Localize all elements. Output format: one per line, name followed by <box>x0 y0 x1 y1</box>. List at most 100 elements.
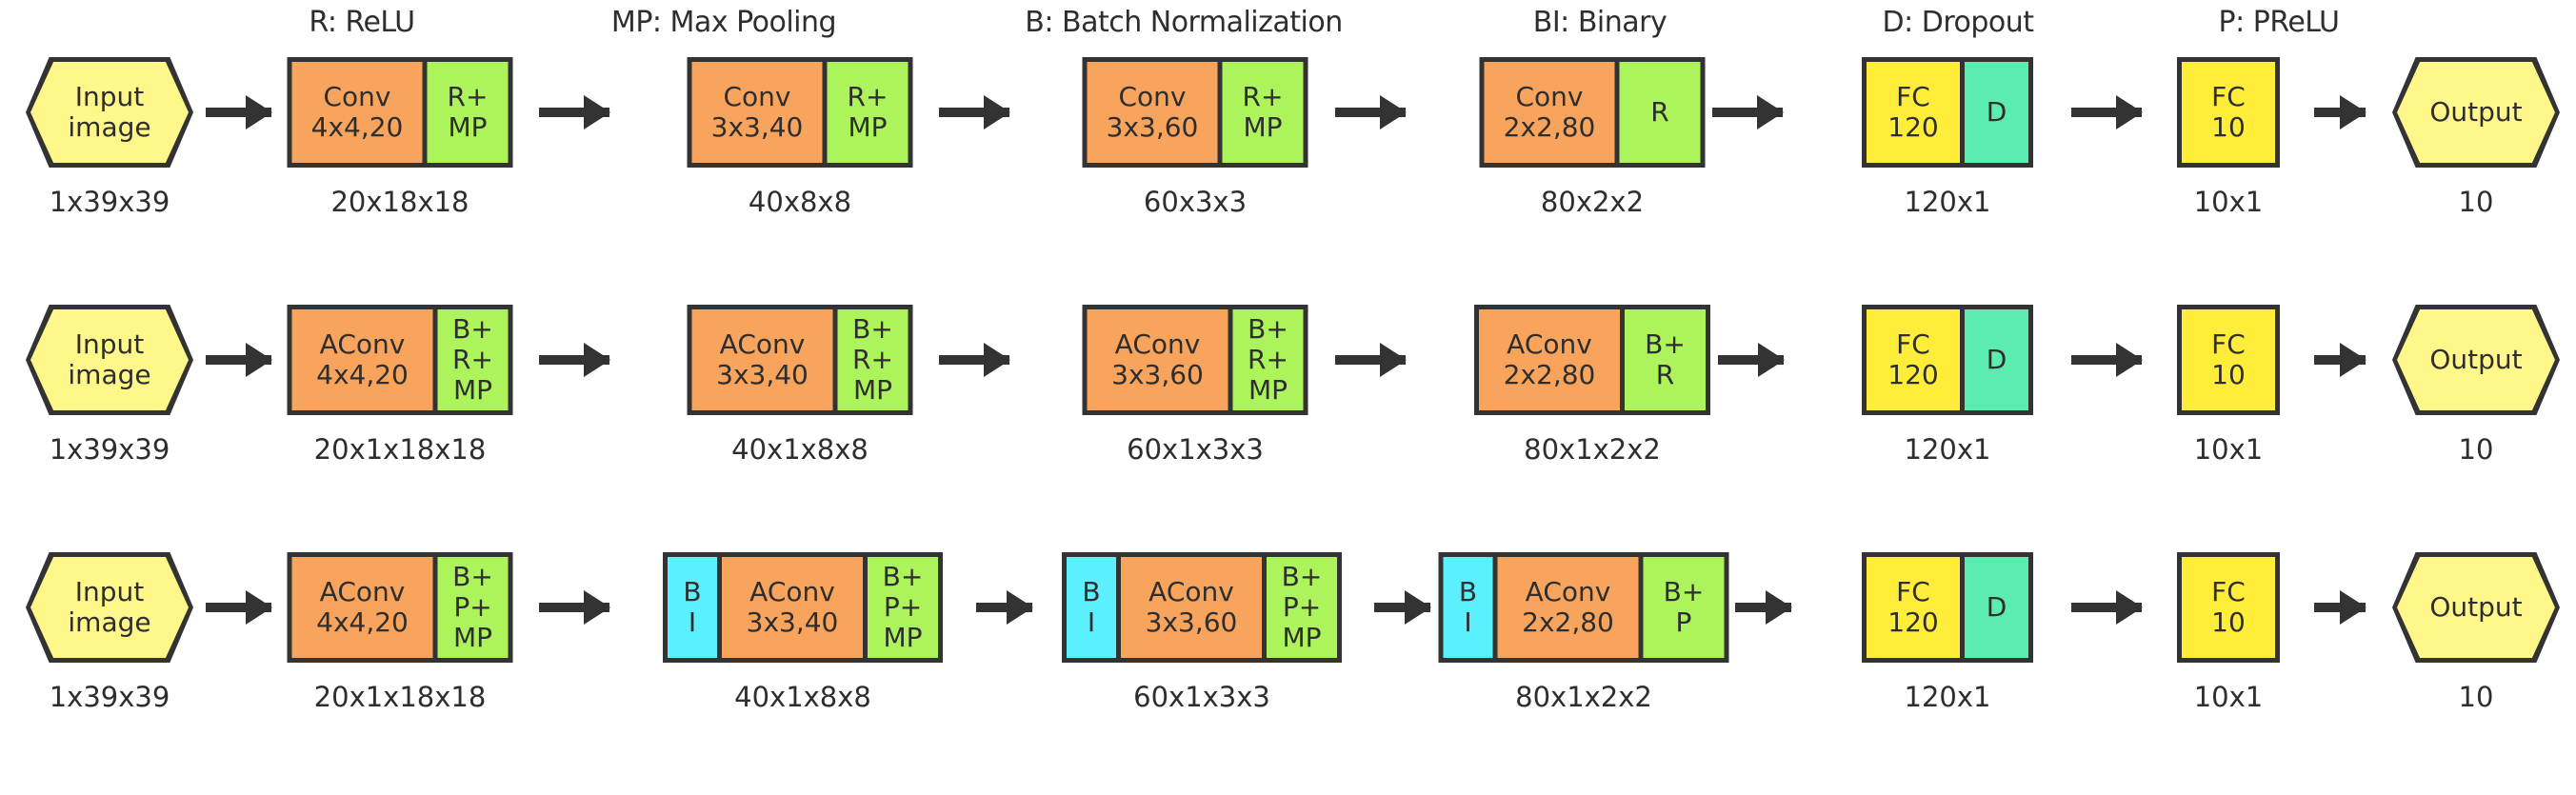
tensor-shape-caption: 10 <box>2458 186 2494 218</box>
tensor-shape-caption: 120x1 <box>1904 681 1991 713</box>
flow-arrow <box>2314 603 2366 612</box>
layer-block-body: FC 10 <box>2177 57 2280 168</box>
tensor-shape-caption: 120x1 <box>1904 186 1991 218</box>
layer-segment-act: B+ P+ MP <box>868 557 938 658</box>
terminal-node: Output 10 <box>2392 57 2560 218</box>
hexagon-shape: Input image <box>26 552 193 663</box>
layer-segment-act: B+ P+ MP <box>437 557 509 658</box>
legend-label-bi: BI: Binary <box>1532 6 1667 39</box>
tensor-shape-caption: 20x1x18x18 <box>313 433 487 466</box>
flow-arrow <box>939 355 1009 365</box>
layer-segment-op: AConv 3x3,60 <box>1121 557 1262 658</box>
layer-segment-act: B+ P <box>1643 557 1725 658</box>
flow-arrow <box>1335 355 1406 365</box>
tensor-shape-caption: 120x1 <box>1904 433 1991 466</box>
flow-arrow <box>2314 108 2366 117</box>
flow-arrow <box>1735 603 1791 612</box>
layer-segment-fc: FC 10 <box>2182 309 2275 410</box>
terminal-label: Output <box>2397 62 2555 163</box>
legend-label-p: P: PReLU <box>2218 6 2340 39</box>
tensor-shape-caption: 40x8x8 <box>748 186 852 218</box>
layer-block-body: FC 10 <box>2177 305 2280 415</box>
tensor-shape-caption: 1x39x39 <box>49 186 170 218</box>
flow-arrow <box>939 108 1009 117</box>
layer-segment-bin: B I <box>668 557 717 658</box>
terminal-node: Input image 1x39x39 <box>26 57 193 218</box>
layer-segment-act: R+ MP <box>827 62 909 163</box>
tensor-shape-caption: 80x1x2x2 <box>1515 681 1652 713</box>
tensor-shape-caption: 10x1 <box>2193 681 2264 713</box>
layer-segment-op: AConv 3x3,40 <box>691 309 833 410</box>
layer-segment-drop: D <box>1965 309 2028 410</box>
terminal-label: Output <box>2397 309 2555 410</box>
flow-arrow <box>1718 355 1784 365</box>
tensor-shape-caption: 80x1x2x2 <box>1524 433 1661 466</box>
terminal-label: Input image <box>30 309 189 410</box>
layer-segment-fc: FC 120 <box>1867 309 1960 410</box>
terminal-label: Input image <box>30 62 189 163</box>
terminal-node: Output 10 <box>2392 305 2560 466</box>
layer-segment-act: B+ R+ MP <box>837 309 909 410</box>
layer-segment-op: AConv 4x4,20 <box>291 557 433 658</box>
hexagon-shape: Output <box>2392 57 2560 168</box>
tensor-shape-caption: 10 <box>2458 681 2494 713</box>
tensor-shape-caption: 10x1 <box>2193 186 2264 218</box>
legend-label-b: B: Batch Normalization <box>1025 6 1343 39</box>
tensor-shape-caption: 40x1x8x8 <box>734 681 871 713</box>
hexagon-shape: Input image <box>26 57 193 168</box>
flow-arrow <box>2314 355 2366 365</box>
layer-segment-op: Conv 4x4,20 <box>291 62 423 163</box>
layer-segment-bin: B I <box>1443 557 1493 658</box>
tensor-shape-caption: 10 <box>2458 433 2494 466</box>
flow-arrow <box>206 603 271 612</box>
layer-segment-act: B+ R+ MP <box>437 309 509 410</box>
flow-arrow <box>206 355 271 365</box>
tensor-shape-caption: 40x1x8x8 <box>731 433 869 466</box>
layer-segment-op: Conv 3x3,60 <box>1087 62 1218 163</box>
hexagon-shape: Output <box>2392 552 2560 663</box>
tensor-shape-caption: 20x18x18 <box>330 186 469 218</box>
layer-segment-op: Conv 2x2,80 <box>1484 62 1615 163</box>
layer-segment-act: R+ MP <box>427 62 509 163</box>
legend-label-d: D: Dropout <box>1882 6 2034 39</box>
layer-segment-fc: FC 120 <box>1867 557 1960 658</box>
layer-segment-act: B+ R <box>1625 309 1706 410</box>
hexagon-shape: Input image <box>26 305 193 415</box>
layer-segment-op: AConv 4x4,20 <box>291 309 433 410</box>
legend-label-mp: MP: Max Pooling <box>610 6 837 39</box>
layer-block: FC 10 10x1 <box>2177 57 2280 218</box>
hexagon-shape: Output <box>2392 305 2560 415</box>
flow-arrow <box>2071 603 2142 612</box>
layer-segment-op: AConv 3x3,60 <box>1087 309 1228 410</box>
tensor-shape-caption: 60x3x3 <box>1143 186 1248 218</box>
